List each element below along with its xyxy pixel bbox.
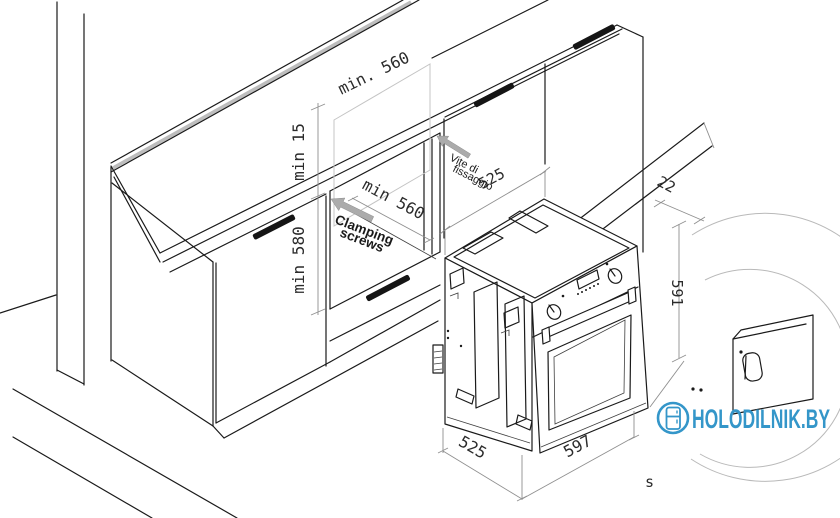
oven-control-knobs <box>546 262 623 320</box>
cabinet-door-handles <box>252 24 616 302</box>
kitchen-cabinets <box>110 0 644 439</box>
dim-counter-min-width: min. 560 <box>335 48 413 99</box>
dim-niche-height: min 580 <box>289 226 308 293</box>
callouts: Clamping screws Vite di fissaggio <box>330 135 495 255</box>
knob-detail-panel <box>732 314 814 415</box>
fixing-screw-arrow-icon <box>436 135 471 159</box>
holodilnik-logo: HOLODILNIK.BY <box>656 401 830 435</box>
oven-display <box>576 269 600 295</box>
measurement-plane <box>333 63 431 227</box>
oven-side-details <box>432 267 647 448</box>
wall-panel <box>0 1 85 386</box>
door-swing-arc-outer <box>690 212 840 482</box>
oven-niche-opening <box>329 132 441 363</box>
dim-top-gap: min 15 <box>289 123 308 181</box>
fridge-icon <box>665 406 681 430</box>
oven-left-face <box>444 257 533 452</box>
built-in-oven <box>432 198 649 454</box>
logo-text: HOLODILNIK.BY <box>692 404 830 434</box>
oven-knob-detail <box>742 352 763 382</box>
oven-door-glass <box>547 314 632 431</box>
door-swing-arc-inner <box>699 268 840 468</box>
floor-lines <box>12 388 238 518</box>
partial-character: s <box>645 473 654 491</box>
clamping-screws-arrow-icon <box>330 197 375 223</box>
dim-rear-clearance: 22 <box>654 172 678 196</box>
dim-oven-height: 591 <box>668 279 686 306</box>
logo-circle <box>656 401 690 435</box>
oven-door-handle <box>541 286 637 345</box>
